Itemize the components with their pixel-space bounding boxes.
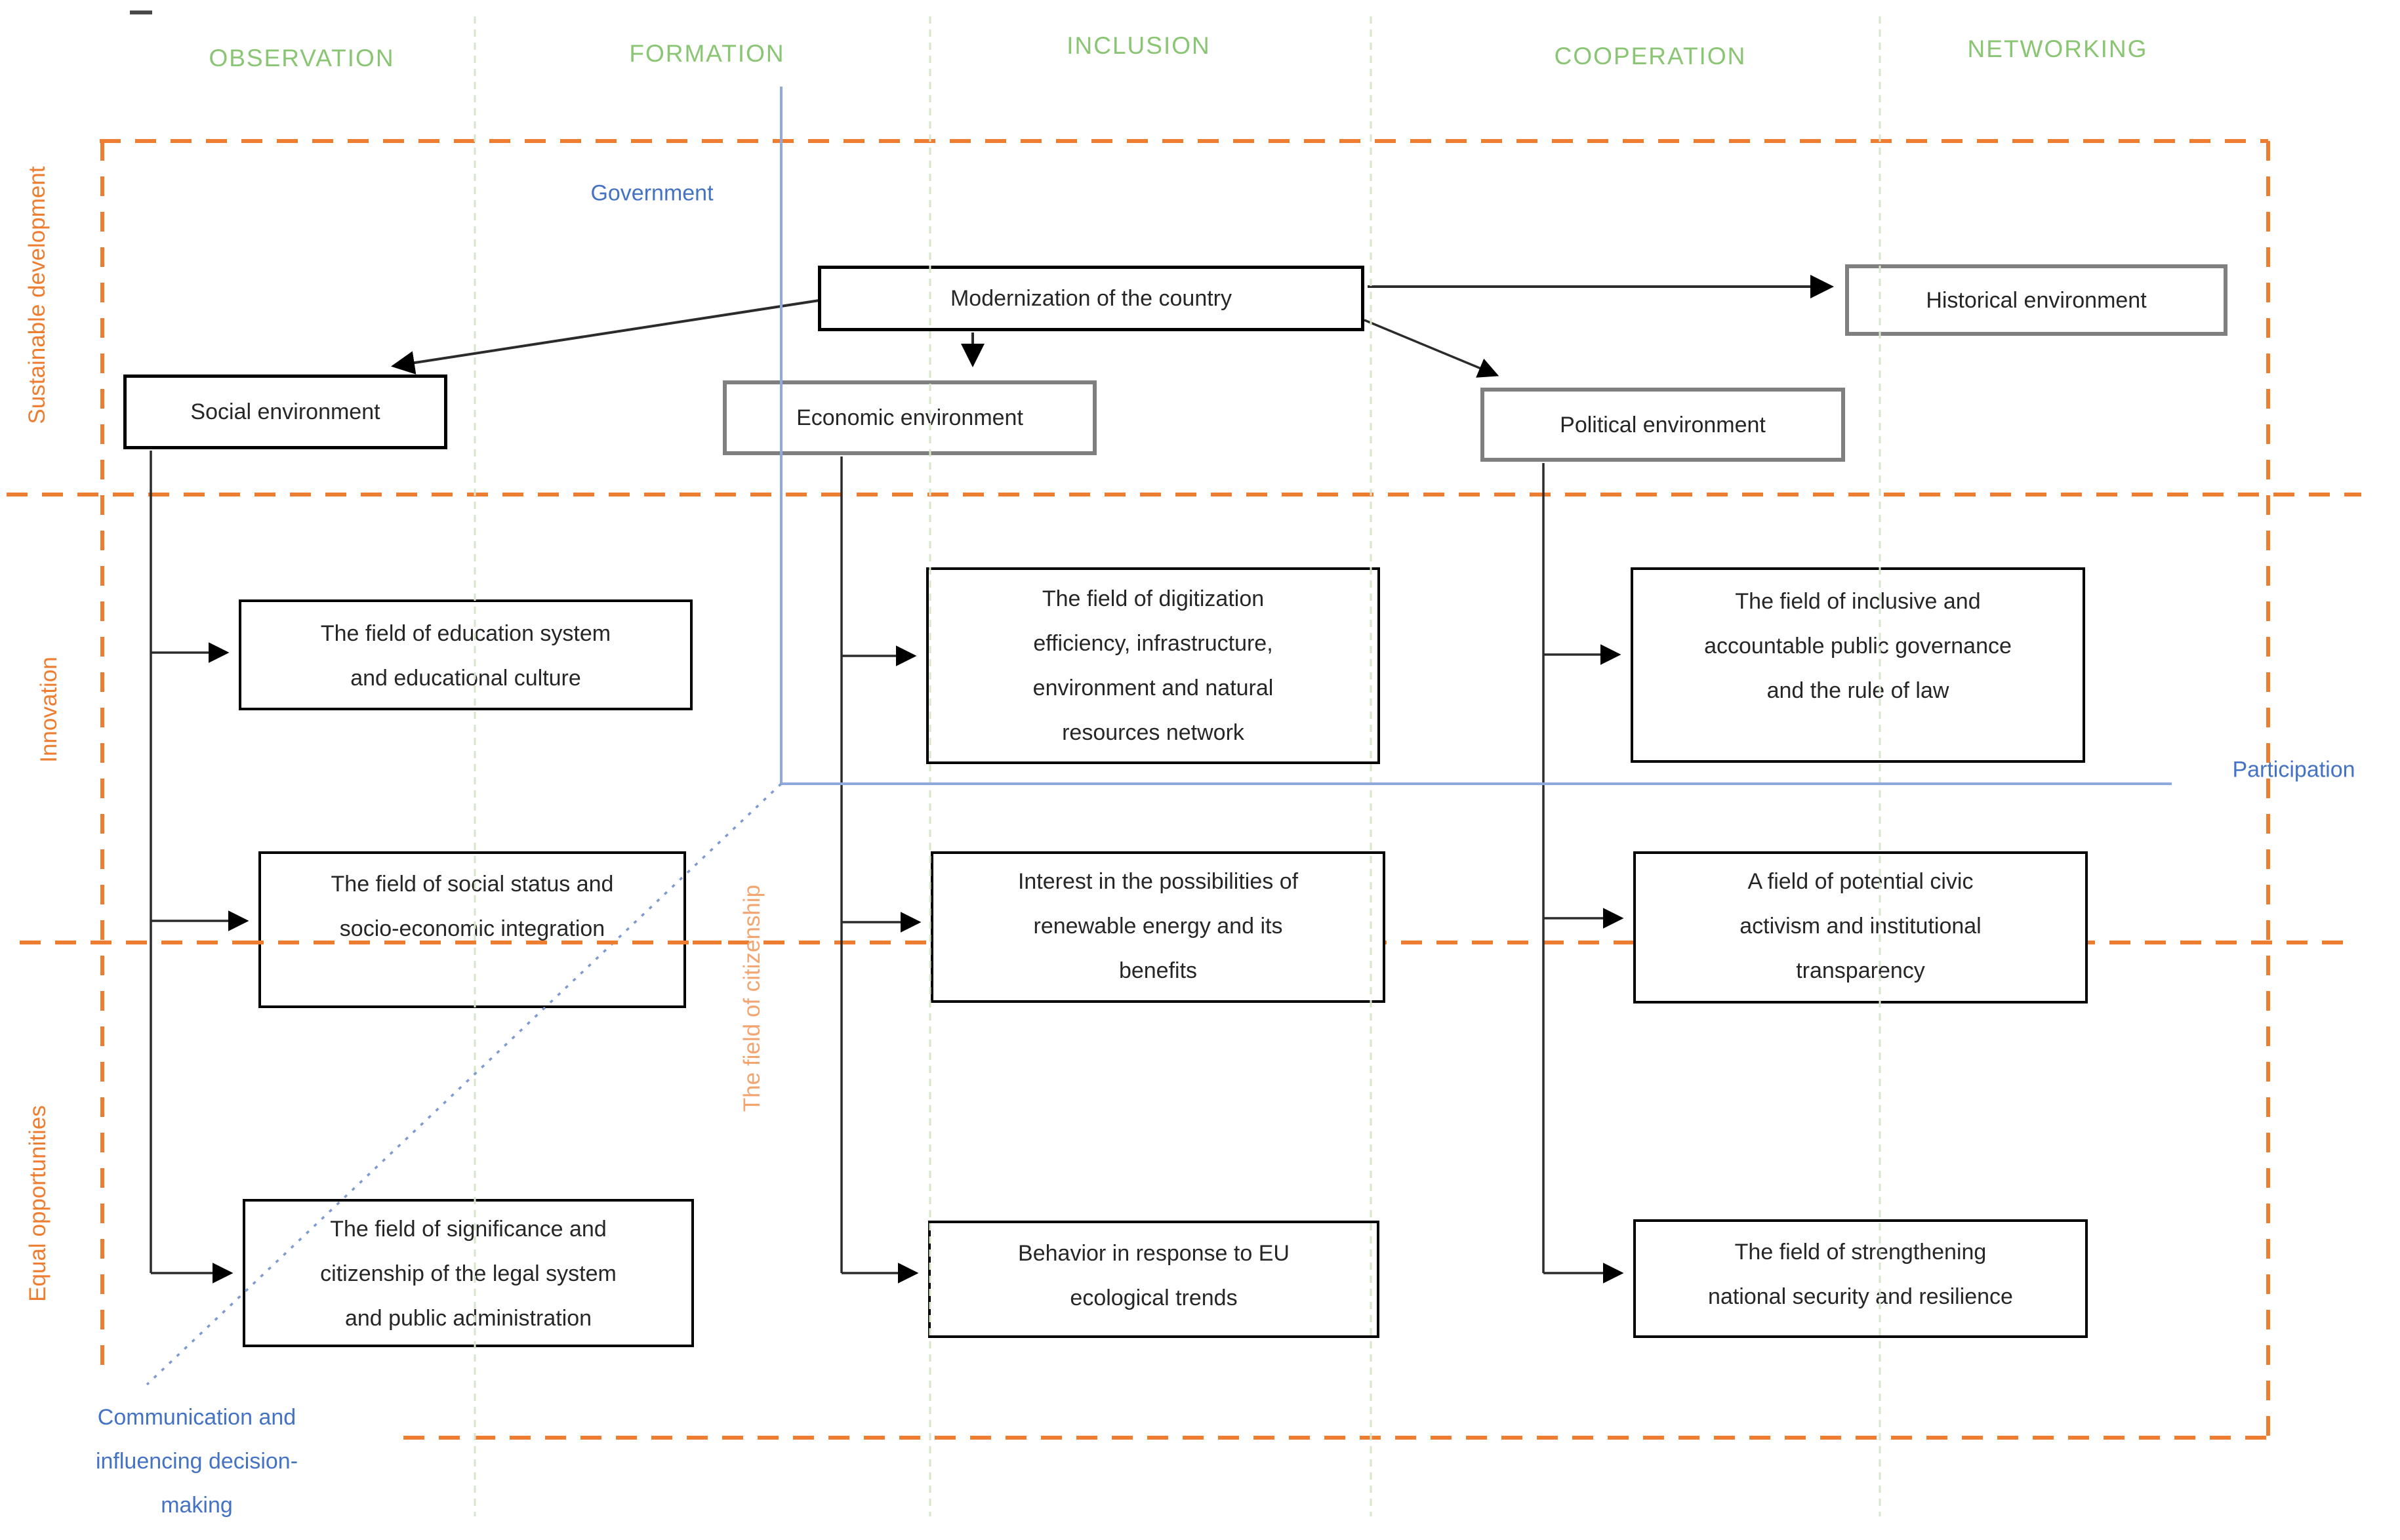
field-significance-citizenship: The field of significance and citizenshi… <box>243 1199 694 1347</box>
node-historical-label: Historical environment <box>1926 287 2147 313</box>
field-eu-ecological-trends: Behavior in response to EU ecological tr… <box>928 1221 1379 1338</box>
side-label-equal-opportunities: Equal opportunities <box>25 1105 51 1302</box>
node-economic-label: Economic environment <box>796 405 1023 430</box>
field-civic-activism: A field of potential civic activism and … <box>1633 851 2088 1003</box>
field-renewable-energy: Interest in the possibilities of renewab… <box>931 851 1385 1003</box>
label-participation: Participation <box>2232 757 2355 782</box>
top-label-cooperation: COOPERATION <box>1554 43 1747 70</box>
node-political-label: Political environment <box>1560 412 1766 437</box>
node-modernization-label: Modernization of the country <box>950 286 1232 311</box>
side-label-field-of-citizenship: The field of citizenship <box>739 884 765 1112</box>
orange-dashed-frame <box>7 139 2361 1440</box>
stray-mark <box>130 10 152 14</box>
field-digitization: The field of digitization efficiency, in… <box>926 567 1380 764</box>
node-historical-environment: Historical environment <box>1845 264 2227 336</box>
top-label-formation: FORMATION <box>629 40 785 67</box>
arrow-modernization-to-political <box>1364 319 1499 378</box>
top-label-observation: OBSERVATION <box>209 45 395 71</box>
node-political-environment: Political environment <box>1480 388 1845 462</box>
label-government: Government <box>590 180 714 206</box>
field-social-status: The field of social status and socio-eco… <box>258 851 686 1008</box>
field-inclusive-governance: The field of inclusive and accountable p… <box>1631 567 2085 763</box>
node-social-environment: Social environment <box>123 375 447 449</box>
side-label-innovation: Innovation <box>36 657 62 763</box>
node-social-label: Social environment <box>190 399 380 424</box>
arrow-modernization-to-social <box>391 299 820 375</box>
node-economic-environment: Economic environment <box>723 380 1097 455</box>
field-national-security: The field of strengthening national secu… <box>1633 1219 2088 1338</box>
label-communication-decision-making: Communication and influencing decision- … <box>95 1405 298 1518</box>
node-modernization: Modernization of the country <box>818 266 1364 331</box>
top-label-networking: NETWORKING <box>1967 35 2148 62</box>
field-education-system: The field of education system and educat… <box>239 599 693 710</box>
top-label-inclusion: INCLUSION <box>1067 32 1211 59</box>
side-label-sustainable-development: Sustainable development <box>24 166 50 424</box>
